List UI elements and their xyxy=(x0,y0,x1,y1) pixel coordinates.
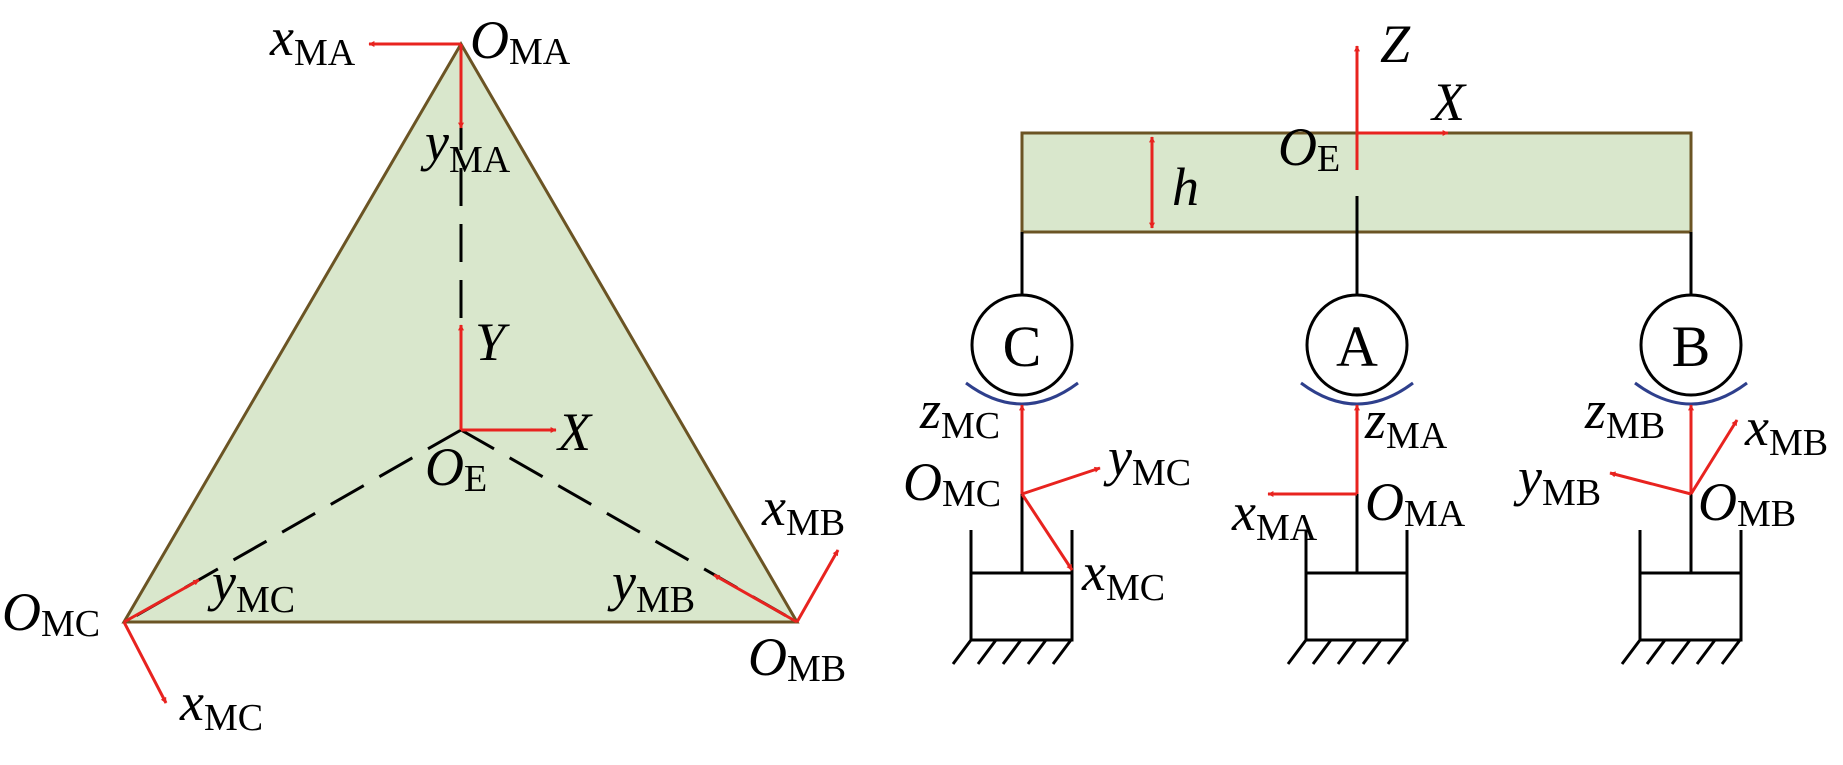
xmb-arrow-side xyxy=(1689,419,1739,495)
ymb-arrow xyxy=(713,573,798,624)
label-omb: OMB xyxy=(748,627,846,690)
label-xma: xMA xyxy=(269,7,356,74)
label-omc: OMC xyxy=(2,582,100,645)
label-zma: zMA xyxy=(1364,390,1448,457)
bearing-arc-c xyxy=(965,381,1079,406)
label-oma-side: OMA xyxy=(1365,472,1466,535)
top-view: xMA OMA yMA Y X OE xMB yMB OMB OMC yMC x… xyxy=(2,7,846,739)
joint-b-label: B xyxy=(1672,314,1711,379)
joint-c-label: C xyxy=(1003,314,1042,379)
label-z-axis: Z xyxy=(1380,14,1411,74)
xmc-arrow xyxy=(122,621,168,704)
bearing-arc-a xyxy=(1300,381,1414,406)
xmc-arrow-side xyxy=(1020,493,1074,571)
label-xmc: xMC xyxy=(179,672,263,739)
label-oma: OMA xyxy=(470,10,571,73)
label-oe-side: OE xyxy=(1278,117,1340,180)
label-oe: OE xyxy=(425,437,487,500)
label-yma: yMA xyxy=(420,112,511,181)
joint-c-circle xyxy=(970,293,1074,397)
label-x-axis-side: X xyxy=(1430,72,1467,132)
label-ymb-side: yMB xyxy=(1513,447,1601,514)
label-ymc-side: yMC xyxy=(1103,427,1191,494)
label-omc-side: OMC xyxy=(903,452,1001,515)
label-zmb: zMB xyxy=(1584,380,1665,447)
label-omb-side: OMB xyxy=(1698,472,1796,535)
xmb-arrow xyxy=(795,549,840,623)
joint-a-circle xyxy=(1305,293,1409,397)
actuator-b xyxy=(1620,494,1743,665)
actuator-a xyxy=(1286,494,1409,665)
label-x-axis: X xyxy=(556,402,593,462)
ymc-arrow-side xyxy=(1021,466,1101,496)
ymc-arrow xyxy=(123,578,200,624)
joint-a-label: A xyxy=(1336,314,1378,379)
side-view: C A B xyxy=(903,14,1828,665)
bearing-arc-b xyxy=(1634,381,1748,406)
joint-b-circle xyxy=(1639,293,1743,397)
label-ymc: yMC xyxy=(207,552,295,621)
label-xma-side: xMA xyxy=(1231,482,1318,549)
label-xmb-side: xMB xyxy=(1744,397,1828,464)
label-ymb: yMB xyxy=(607,552,695,621)
ymb-arrow-side xyxy=(1609,471,1692,496)
label-y-axis: Y xyxy=(475,312,510,372)
actuator-c xyxy=(951,494,1074,665)
label-h: h xyxy=(1172,157,1199,217)
label-xmc-side: xMC xyxy=(1081,542,1165,609)
label-zmc: zMC xyxy=(919,380,1000,447)
label-xmb: xMB xyxy=(761,477,845,544)
